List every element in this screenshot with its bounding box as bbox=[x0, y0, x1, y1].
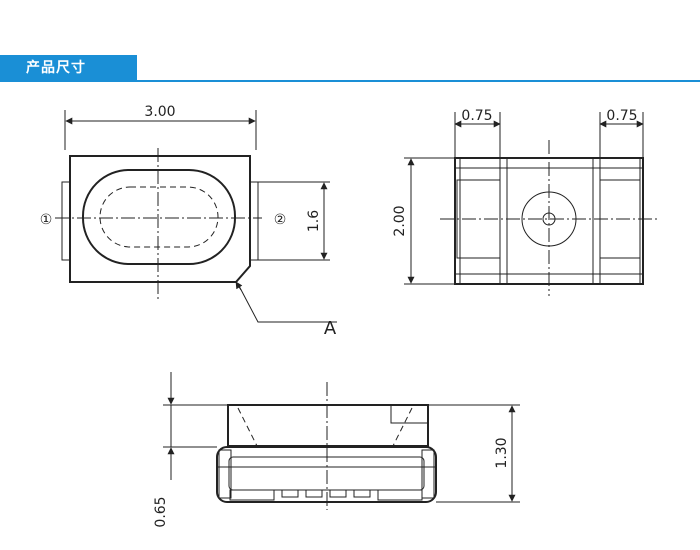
top-view: 3.00 1.6 ① ② A bbox=[40, 104, 337, 339]
right-pad-dimension: 0.75 bbox=[606, 108, 637, 124]
pin1-label: ① bbox=[40, 212, 53, 228]
side-view: 1.30 0.65 bbox=[153, 372, 520, 528]
section-title: 产品尺寸 bbox=[0, 55, 137, 82]
bottom-view: 0.75 0.75 2.00 bbox=[392, 108, 660, 296]
side-base-dimension: 0.65 bbox=[153, 496, 169, 527]
side-height-dimension: 1.30 bbox=[494, 437, 510, 468]
pin2-label: ② bbox=[274, 212, 287, 228]
section-header: 产品尺寸 bbox=[0, 55, 700, 82]
bottom-height-dimension: 2.00 bbox=[392, 205, 408, 236]
left-pad-dimension: 0.75 bbox=[461, 108, 492, 124]
top-height-dimension: 1.6 bbox=[306, 210, 322, 232]
marker-a: A bbox=[324, 318, 337, 339]
top-width-dimension: 3.00 bbox=[144, 104, 175, 120]
